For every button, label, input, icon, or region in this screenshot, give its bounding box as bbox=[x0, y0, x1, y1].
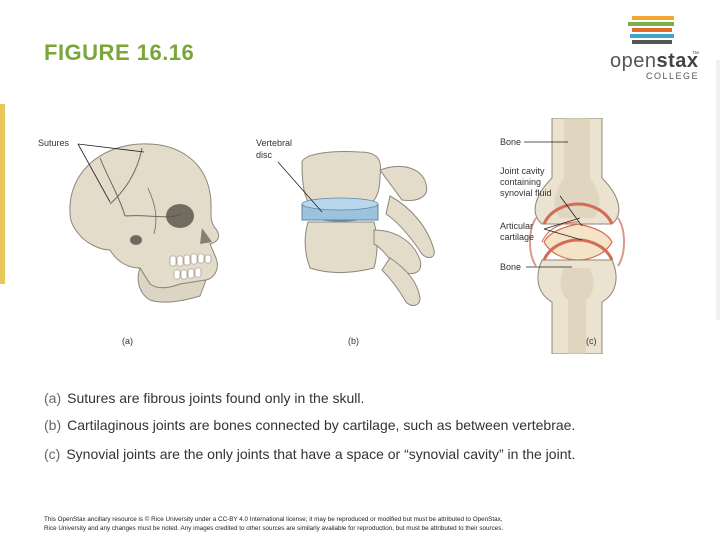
openstax-logo: openstax ™ COLLEGE bbox=[606, 14, 712, 81]
panel-c-label: (c) bbox=[586, 336, 597, 346]
caption-c-text: Synovial joints are the only joints that… bbox=[66, 446, 576, 462]
caption-a: (a) Sutures are fibrous joints found only… bbox=[44, 390, 364, 406]
panel-a-label: (a) bbox=[122, 336, 133, 346]
label-joint-cavity-line1: Joint cavity bbox=[500, 166, 545, 176]
label-vertebral-disc-line1: Vertebral bbox=[256, 138, 292, 148]
footer-line-1: This OpenStax ancillary resource is © Ri… bbox=[44, 516, 503, 523]
label-articular-line2: cartilage bbox=[500, 232, 534, 242]
caption-b-text: Cartilaginous joints are bones connected… bbox=[67, 417, 576, 433]
label-sutures: Sutures bbox=[38, 138, 70, 148]
joint-types-figure: Sutures (a) Vertebral disc (b) Bone Join… bbox=[38, 118, 625, 354]
articular-pointer-1 bbox=[543, 217, 581, 230]
logo-college: COLLEGE bbox=[646, 71, 700, 81]
license-footer: This OpenStax ancillary resource is © Ri… bbox=[44, 516, 644, 533]
top-bar bbox=[0, 0, 720, 6]
logo-trademark: ™ bbox=[692, 51, 699, 58]
articular-pointer-2 bbox=[543, 228, 583, 241]
label-vertebral-disc-line2: disc bbox=[256, 150, 273, 160]
vertebrae-illustration bbox=[301, 151, 435, 306]
left-accent-bar bbox=[0, 104, 5, 284]
caption-b: (b) Cartilaginous joints are bones connec… bbox=[44, 417, 575, 433]
disc-pointer bbox=[277, 161, 323, 213]
caption-a-label: (a) bbox=[44, 390, 62, 406]
sutures-pointer-1 bbox=[77, 143, 145, 153]
joint-cavity-pointer bbox=[559, 195, 583, 227]
synovial-joint-illustration bbox=[529, 118, 625, 354]
caption-c-label: (c) bbox=[44, 446, 61, 462]
caption-b-label: (b) bbox=[44, 417, 62, 433]
label-joint-cavity-line3: synovial fluid bbox=[500, 188, 552, 198]
label-articular-line1: Articular bbox=[500, 221, 533, 231]
caption-a-text: Sutures are fibrous joints found only in… bbox=[67, 390, 365, 406]
logo-stripe-3 bbox=[632, 28, 672, 32]
panel-b-label: (b) bbox=[348, 336, 359, 346]
logo-stripe-1 bbox=[632, 16, 674, 20]
label-bone-bottom: Bone bbox=[500, 262, 521, 272]
caption-c: (c) Synovial joints are the only joints t… bbox=[44, 446, 575, 462]
right-edge-shade bbox=[716, 60, 720, 320]
logo-stripe-2 bbox=[628, 22, 674, 26]
logo-stripe-5 bbox=[632, 40, 672, 44]
sutures-pointer-2 bbox=[77, 143, 111, 203]
label-bone-top: Bone bbox=[500, 137, 521, 147]
label-joint-cavity-line2: containing bbox=[500, 177, 541, 187]
slide-title: FIGURE 16.16 bbox=[44, 40, 195, 65]
skull-illustration bbox=[69, 143, 220, 303]
logo-stripe-4 bbox=[630, 34, 674, 38]
logo-wordmark: openstax bbox=[610, 50, 699, 72]
footer-line-2: Rice University and any changes must be … bbox=[44, 524, 504, 532]
